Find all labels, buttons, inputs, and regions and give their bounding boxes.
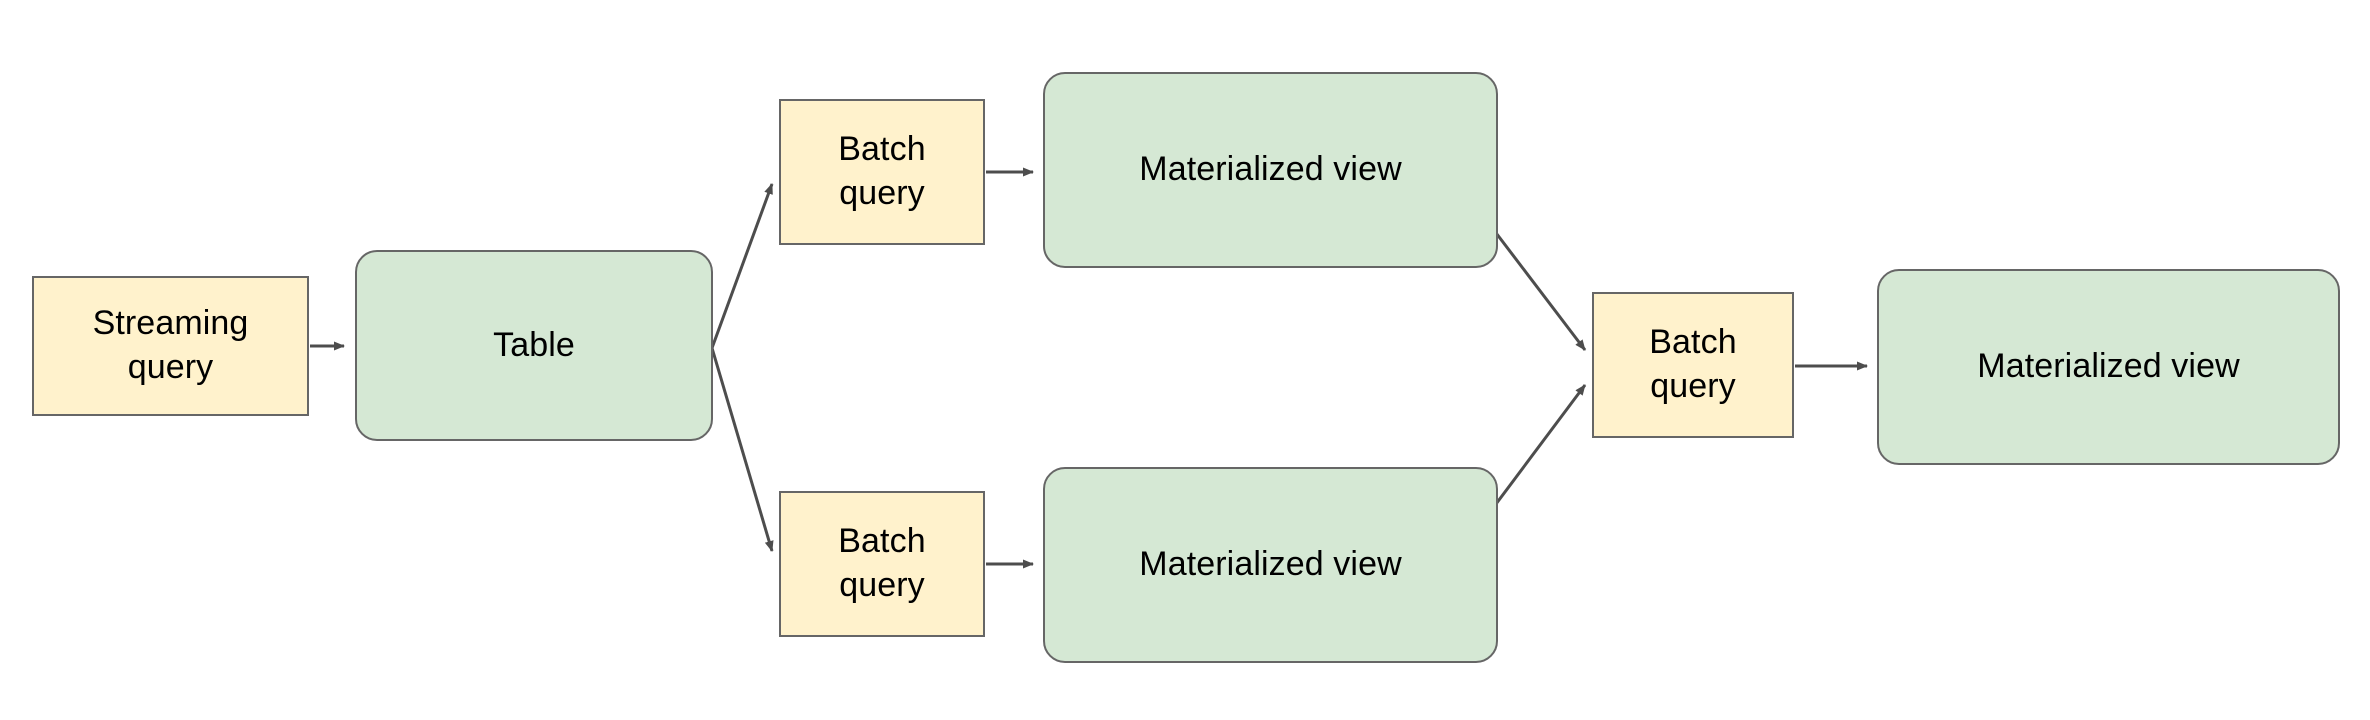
edge-table-to-batch-bottom (710, 347, 774, 552)
edge-table-to-batch-top (710, 183, 774, 349)
node-label: Batch query (838, 522, 926, 604)
node-materialized-view-bottom[interactable]: Materialized view (1043, 467, 1498, 663)
node-label: Materialized view (1139, 150, 1402, 189)
node-label: Batch query (838, 130, 926, 212)
node-label: Streaming query (92, 304, 249, 386)
node-batch-query-bottom[interactable]: Batch query (779, 491, 985, 637)
node-label: Batch query (1649, 323, 1737, 405)
node-materialized-view-final[interactable]: Materialized view (1877, 269, 2340, 465)
node-label: Materialized view (1977, 347, 2240, 386)
node-streaming-query[interactable]: Streaming query (32, 276, 309, 416)
node-batch-query-merge[interactable]: Batch query (1592, 292, 1794, 438)
node-label: Materialized view (1139, 545, 1402, 584)
edge-mv-bottom-to-batch-merge (1488, 384, 1587, 513)
node-label: Table (493, 325, 575, 364)
node-materialized-view-top[interactable]: Materialized view (1043, 72, 1498, 268)
node-batch-query-top[interactable]: Batch query (779, 99, 985, 245)
node-table[interactable]: Table (355, 250, 713, 441)
edge-mv-top-to-batch-merge (1488, 224, 1587, 351)
